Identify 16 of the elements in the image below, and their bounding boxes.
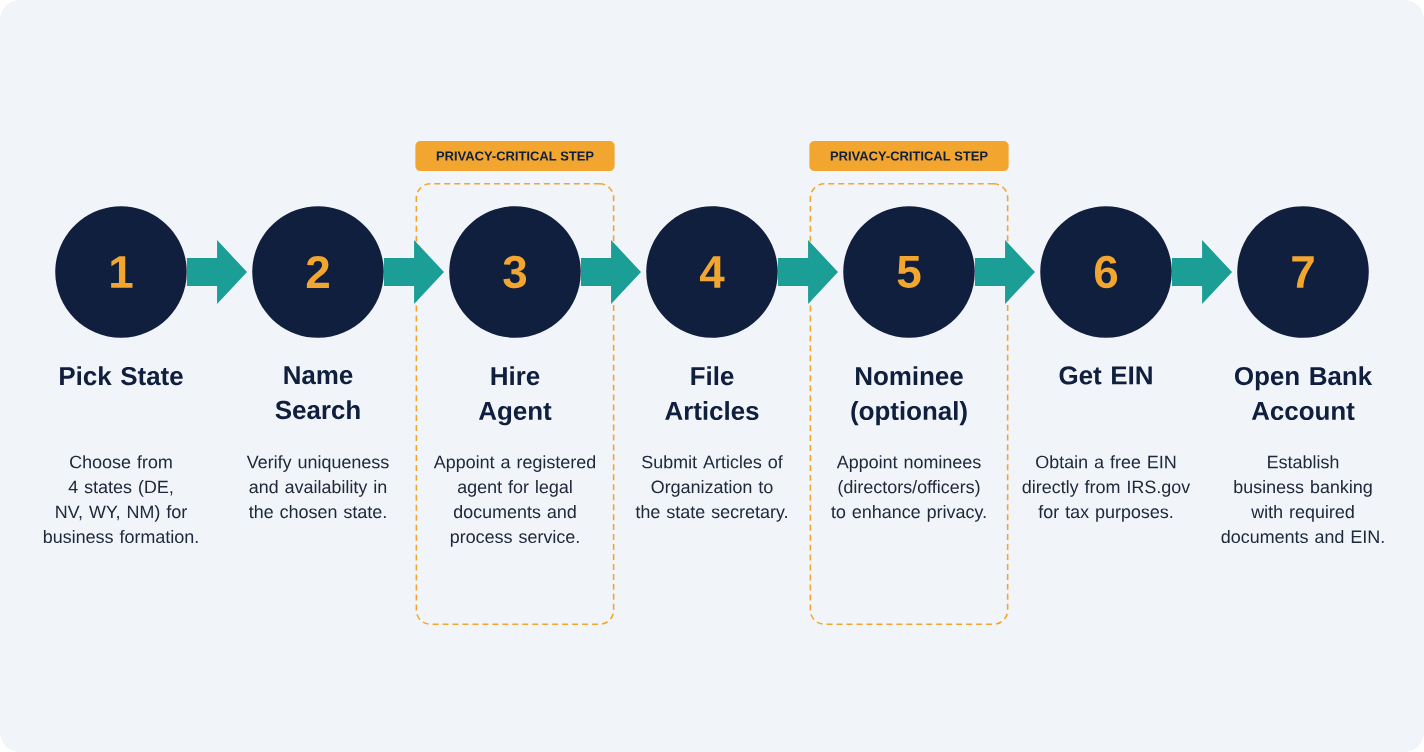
step-description: Establish business banking with required documents and EIN. [1221, 455, 1384, 544]
step-title: Nominee (optional) [851, 366, 967, 426]
step-description: Submit Articles of Organization to the state secretary. [635, 455, 787, 522]
step-title: Open Bank Account [1235, 366, 1373, 421]
step-title: Get EIN [1059, 366, 1152, 385]
step-description: Obtain a free EIN directly from IRS.gov for tax purposes. [1022, 455, 1191, 522]
step-title: Hire Agent [478, 366, 552, 426]
step-description: Verify uniqueness and availability in the chosen state. [246, 455, 389, 519]
step-description: Appoint nominees (directors/officers) to enhance privacy. [831, 455, 986, 522]
step-title: Pick State [60, 366, 183, 386]
step-badge: PRIVACY-CRITICAL STEP [809, 141, 1009, 171]
step-description: Choose from 4 states (DE, NV, WY, NM) for business formation. [43, 455, 198, 544]
step-description: Appoint a registered agent for legal documents and process service. [433, 455, 596, 547]
step-title: Name Search [275, 366, 360, 420]
step-title: File Articles [665, 366, 759, 421]
step-badge: PRIVACY-CRITICAL STEP [415, 141, 615, 171]
